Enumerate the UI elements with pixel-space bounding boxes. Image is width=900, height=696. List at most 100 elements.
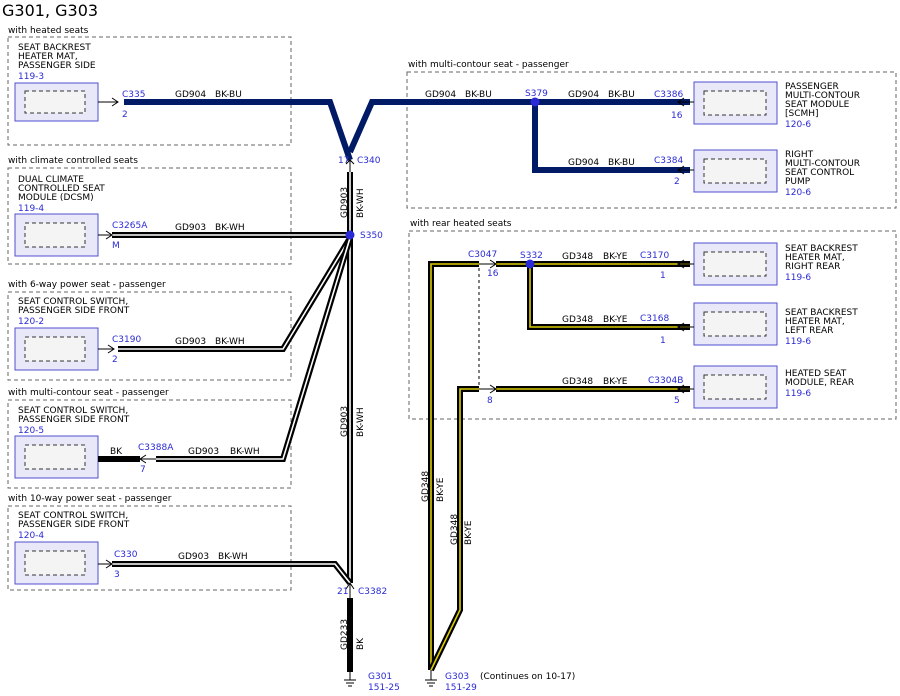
svg-text:HEATED SEAT: HEATED SEAT: [785, 369, 847, 379]
svg-text:GD903: GD903: [175, 337, 206, 347]
svg-text:MODULE (DCSM): MODULE (DCSM): [18, 193, 94, 203]
section-mc-seat-left: [7, 399, 292, 489]
splice-s332-label: S332: [520, 251, 543, 261]
section-label-heated: with heated seats: [8, 26, 89, 36]
svg-text:HEATER MAT,: HEATER MAT,: [18, 52, 78, 62]
svg-text:C3265A: C3265A: [112, 221, 148, 231]
svg-text:SEAT MODULE: SEAT MODULE: [785, 100, 850, 110]
svg-text:SEAT CONTROL SWITCH,: SEAT CONTROL SWITCH,: [18, 297, 128, 307]
splice-s350-dot: [345, 230, 355, 240]
svg-text:PASSENGER SIDE FRONT: PASSENGER SIDE FRONT: [18, 306, 130, 316]
svg-text:SEAT CONTROL SWITCH,: SEAT CONTROL SWITCH,: [18, 406, 128, 416]
svg-text:M: M: [112, 241, 120, 251]
svg-text:GD903: GD903: [340, 187, 350, 218]
svg-text:BK-WH: BK-WH: [218, 552, 248, 562]
section-mc-seat-right: [406, 71, 897, 209]
svg-text:HEATER MAT,: HEATER MAT,: [785, 253, 845, 263]
svg-text:C330: C330: [114, 550, 138, 560]
svg-text:C335: C335: [122, 90, 145, 100]
svg-text:119-4: 119-4: [18, 204, 44, 214]
svg-text:SEAT BACKREST: SEAT BACKREST: [785, 308, 858, 318]
svg-text:PASSENGER: PASSENGER: [785, 82, 839, 92]
svg-text:BK-YE: BK-YE: [603, 377, 628, 387]
svg-text:C3384: C3384: [654, 156, 683, 166]
svg-text:120-6: 120-6: [785, 120, 811, 130]
svg-text:GD903: GD903: [188, 447, 219, 457]
svg-text:BK-WH: BK-WH: [215, 223, 245, 233]
section-label-6way: with 6-way power seat - passenger: [8, 280, 166, 290]
svg-text:151-29: 151-29: [445, 683, 477, 693]
svg-text:BK-BU: BK-BU: [465, 90, 492, 100]
svg-text:C3388A: C3388A: [138, 443, 174, 453]
svg-text:2: 2: [112, 355, 118, 365]
splice-s332-dot: [525, 259, 535, 269]
component-dcsm: DUAL CLIMATE CONTROLLED SEAT MODULE (DCS…: [14, 175, 105, 257]
component-heated-seat-module-rear: HEATED SEAT MODULE, REAR 119-6: [693, 365, 854, 409]
svg-text:PASSENGER SIDE: PASSENGER SIDE: [18, 61, 96, 71]
svg-text:BK-WH: BK-WH: [215, 337, 245, 347]
svg-text:G301: G301: [368, 672, 392, 682]
ground-g303: G303 151-29: [425, 670, 477, 693]
section-heated-seats: [7, 36, 292, 146]
svg-text:SEAT BACKREST: SEAT BACKREST: [18, 43, 91, 53]
svg-text:HEATER MAT,: HEATER MAT,: [785, 317, 845, 327]
svg-text:C3382: C3382: [358, 587, 387, 597]
svg-text:C3168: C3168: [640, 314, 669, 324]
svg-text:8: 8: [487, 396, 493, 406]
svg-text:7: 7: [140, 465, 146, 475]
component-heater-mat-right-rear: SEAT BACKREST HEATER MAT, RIGHT REAR 119…: [693, 242, 858, 286]
svg-text:GD903: GD903: [178, 552, 209, 562]
svg-text:119-3: 119-3: [18, 72, 44, 82]
section-label-mc-right: with multi-contour seat - passenger: [408, 60, 569, 70]
section-climate-seats: [7, 167, 292, 265]
svg-text:17: 17: [338, 156, 349, 166]
svg-text:C3190: C3190: [112, 335, 141, 345]
section-6way-seat: [7, 291, 292, 381]
svg-text:1: 1: [660, 271, 666, 281]
svg-text:119-6: 119-6: [785, 389, 811, 399]
component-scmh: PASSENGER MULTI-CONTOUR SEAT MODULE [SCM…: [693, 81, 860, 130]
wire-gd348: [428, 261, 690, 672]
svg-text:RIGHT REAR: RIGHT REAR: [785, 262, 840, 272]
svg-text:GD904: GD904: [425, 90, 456, 100]
svg-text:3: 3: [114, 570, 120, 580]
svg-text:GD348: GD348: [421, 471, 431, 502]
svg-text:C340: C340: [357, 156, 381, 166]
svg-text:C3304B: C3304B: [648, 376, 683, 386]
svg-text:BK-YE: BK-YE: [464, 520, 474, 545]
svg-text:GD348: GD348: [562, 315, 593, 325]
svg-text:GD348: GD348: [562, 252, 593, 262]
svg-text:BK-YE: BK-YE: [603, 315, 628, 325]
component-switch-multicontour: SEAT CONTROL SWITCH, PASSENGER SIDE FRON…: [14, 406, 130, 479]
svg-text:16: 16: [487, 269, 499, 279]
svg-text:2: 2: [674, 177, 680, 187]
svg-text:G303: G303: [445, 672, 469, 682]
component-switch-6way: SEAT CONTROL SWITCH, PASSENGER SIDE FRON…: [14, 297, 130, 371]
svg-text:CONTROLLED SEAT: CONTROLLED SEAT: [18, 184, 105, 194]
svg-text:BK-BU: BK-BU: [215, 90, 242, 100]
svg-text:120-2: 120-2: [18, 317, 44, 327]
wire-gd903: [112, 172, 353, 585]
ground-g301: G301 151-25: [344, 672, 400, 693]
component-switch-10way: SEAT CONTROL SWITCH, PASSENGER SIDE FRON…: [14, 511, 130, 585]
svg-text:BK-WH: BK-WH: [356, 188, 366, 218]
svg-text:PASSENGER SIDE FRONT: PASSENGER SIDE FRONT: [18, 415, 130, 425]
svg-text:PASSENGER SIDE FRONT: PASSENGER SIDE FRONT: [18, 520, 130, 530]
section-10way-seat: [7, 505, 292, 591]
svg-text:C3170: C3170: [640, 251, 669, 261]
component-heater-mat-passenger: SEAT BACKREST HEATER MAT, PASSENGER SIDE…: [14, 43, 99, 122]
svg-text:5: 5: [674, 396, 680, 406]
svg-text:120-5: 120-5: [18, 426, 44, 436]
splice-s379-dot: [530, 97, 540, 107]
svg-text:BK-BU: BK-BU: [608, 158, 635, 168]
wire-gd904: [124, 99, 690, 173]
svg-text:GD904: GD904: [175, 90, 206, 100]
component-mc-pump: RIGHT MULTI-CONTOUR SEAT CONTROL PUMP 12…: [693, 149, 860, 198]
svg-text:119-6: 119-6: [785, 337, 811, 347]
svg-text:GD904: GD904: [568, 158, 599, 168]
svg-text:DUAL CLIMATE: DUAL CLIMATE: [18, 175, 84, 185]
svg-text:BK-YE: BK-YE: [436, 477, 446, 502]
wire-labels: GD904 BK-BU GD904 BK-BU GD904 BK-BU GD90…: [110, 90, 635, 650]
svg-text:GD233: GD233: [340, 619, 350, 650]
